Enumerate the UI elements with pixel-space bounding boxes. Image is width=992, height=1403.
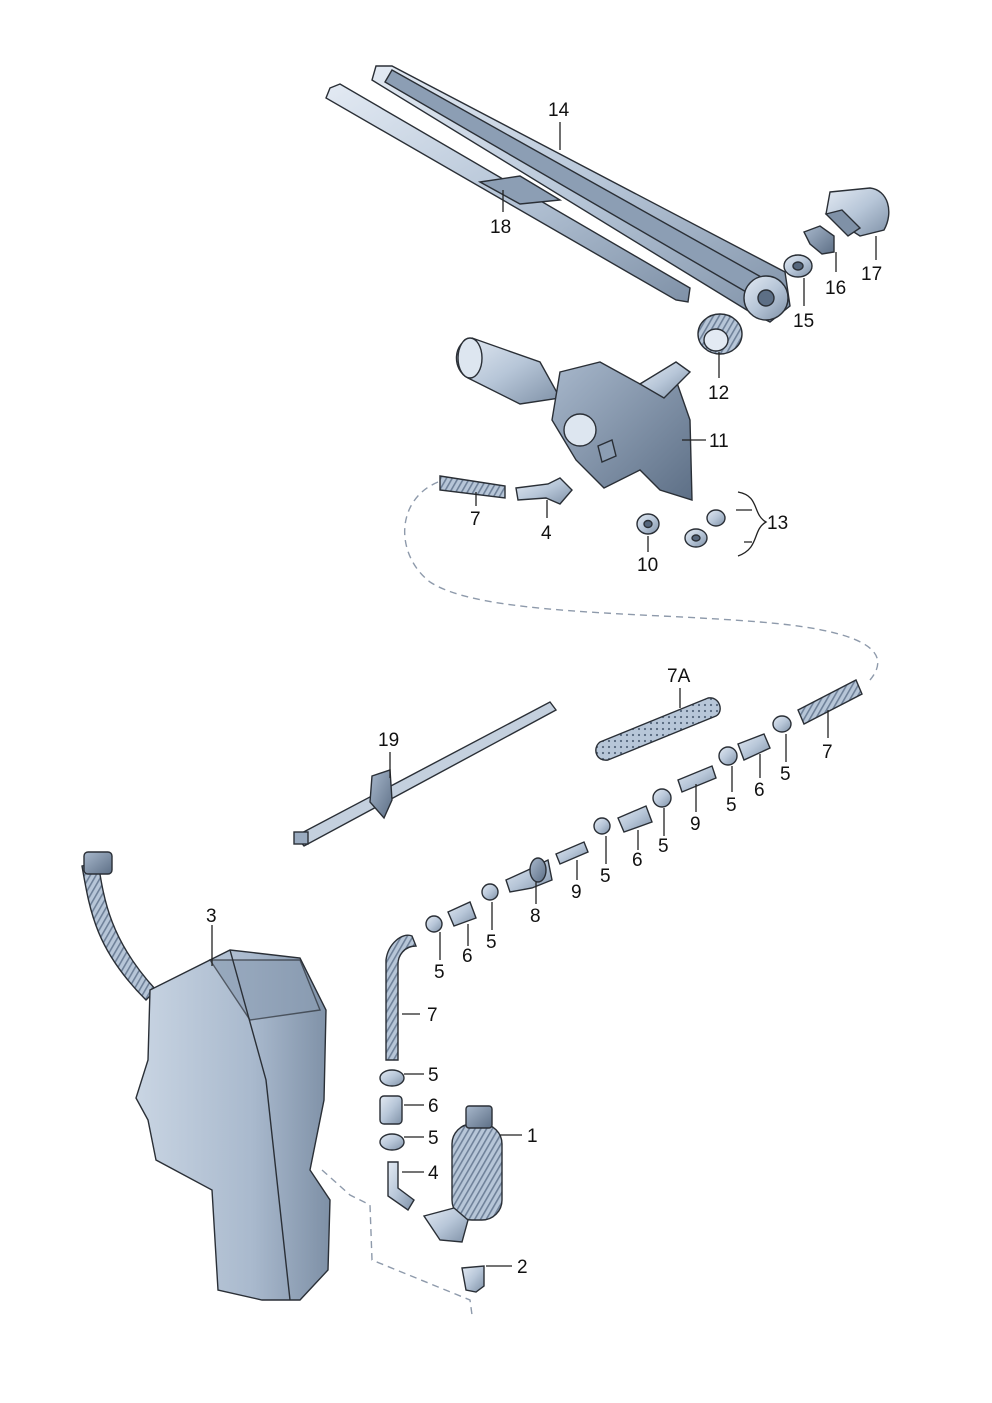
callout-9-left: 9 — [571, 882, 582, 903]
check-valve-8 — [505, 857, 553, 893]
clamp-5-lower-2 — [379, 1133, 405, 1151]
callout-5-left-center: 5 — [600, 866, 611, 887]
hex-nut-15 — [783, 254, 813, 278]
hose-right — [797, 679, 863, 725]
connector-9-right — [677, 765, 717, 793]
callout-6-right: 6 — [754, 780, 765, 801]
connector-9-left — [555, 841, 589, 865]
cable-tie — [293, 701, 558, 847]
callout-13: 13 — [767, 513, 788, 534]
callout-5-center: 5 — [658, 836, 669, 857]
wiper-motor — [455, 337, 693, 501]
callout-3: 3 — [206, 906, 217, 927]
hose-top-left — [439, 475, 506, 499]
nuts-13 — [684, 509, 726, 548]
clamp-5-far-left — [425, 915, 443, 933]
callout-8: 8 — [530, 906, 541, 927]
clamp-5-lower-1 — [379, 1069, 405, 1087]
washer-reservoir — [81, 851, 331, 1301]
callout-18: 18 — [490, 217, 511, 238]
clamp-5-center — [652, 788, 672, 808]
callout-5-right: 5 — [780, 764, 791, 785]
callout-5-left: 5 — [486, 932, 497, 953]
callout-6-lower: 6 — [428, 1096, 439, 1117]
sleeve-6-left — [447, 901, 477, 927]
callout-6-left: 6 — [462, 946, 473, 967]
hex-nut-10 — [636, 513, 660, 535]
callout-4-lower: 4 — [428, 1163, 439, 1184]
clamp-5-left — [481, 883, 499, 901]
washer-pump — [422, 1105, 503, 1243]
sleeve-6-center — [617, 805, 653, 833]
grommet-12 — [697, 313, 743, 355]
callout-5-far-left: 5 — [434, 962, 445, 983]
protective-sleeve-7a — [595, 697, 721, 761]
callout-7A: 7A — [667, 666, 691, 687]
callout-2: 2 — [517, 1257, 528, 1278]
callout-1: 1 — [527, 1126, 538, 1147]
callout-5-mid-right: 5 — [726, 795, 737, 816]
callout-4-top: 4 — [541, 523, 552, 544]
angle-connector-lower — [387, 1161, 415, 1212]
wiper-arm-cap — [824, 187, 890, 237]
callout-labels: 14 18 17 16 15 12 11 7 4 10 13 7A 19 7 5… — [206, 100, 882, 1278]
callout-7-vertical: 7 — [427, 1005, 438, 1026]
callout-11: 11 — [709, 431, 729, 452]
callout-5-lower-2: 5 — [428, 1128, 439, 1149]
callout-16: 16 — [825, 278, 846, 299]
callout-17: 17 — [861, 264, 882, 285]
clamp-5-left-center — [593, 817, 611, 835]
clamp-5-mid-right — [718, 746, 738, 766]
wiper-blade — [325, 83, 691, 303]
callout-7-top: 7 — [470, 509, 481, 530]
callout-14: 14 — [548, 100, 570, 121]
hose-route-dashed-line — [403, 481, 879, 681]
wiper-arm — [371, 65, 791, 323]
callout-12: 12 — [708, 383, 729, 404]
grommet-2 — [461, 1265, 485, 1293]
callout-15: 15 — [793, 311, 814, 332]
callout-19: 19 — [378, 730, 399, 751]
callout-9-right: 9 — [690, 814, 701, 835]
angle-connector-top — [515, 477, 573, 505]
callout-10: 10 — [637, 555, 658, 576]
sleeve-6-right — [737, 733, 771, 761]
cover-clip — [803, 225, 835, 255]
callout-7-right: 7 — [822, 742, 833, 763]
hose-vertical — [385, 934, 418, 1061]
pump-to-tank-dashed-line — [321, 1169, 473, 1316]
callout-5-lower-1: 5 — [428, 1065, 439, 1086]
callout-6-center: 6 — [632, 850, 643, 871]
sleeve-6-lower — [379, 1095, 403, 1125]
leader-lines — [211, 122, 877, 1267]
clamp-5-right — [772, 715, 792, 733]
